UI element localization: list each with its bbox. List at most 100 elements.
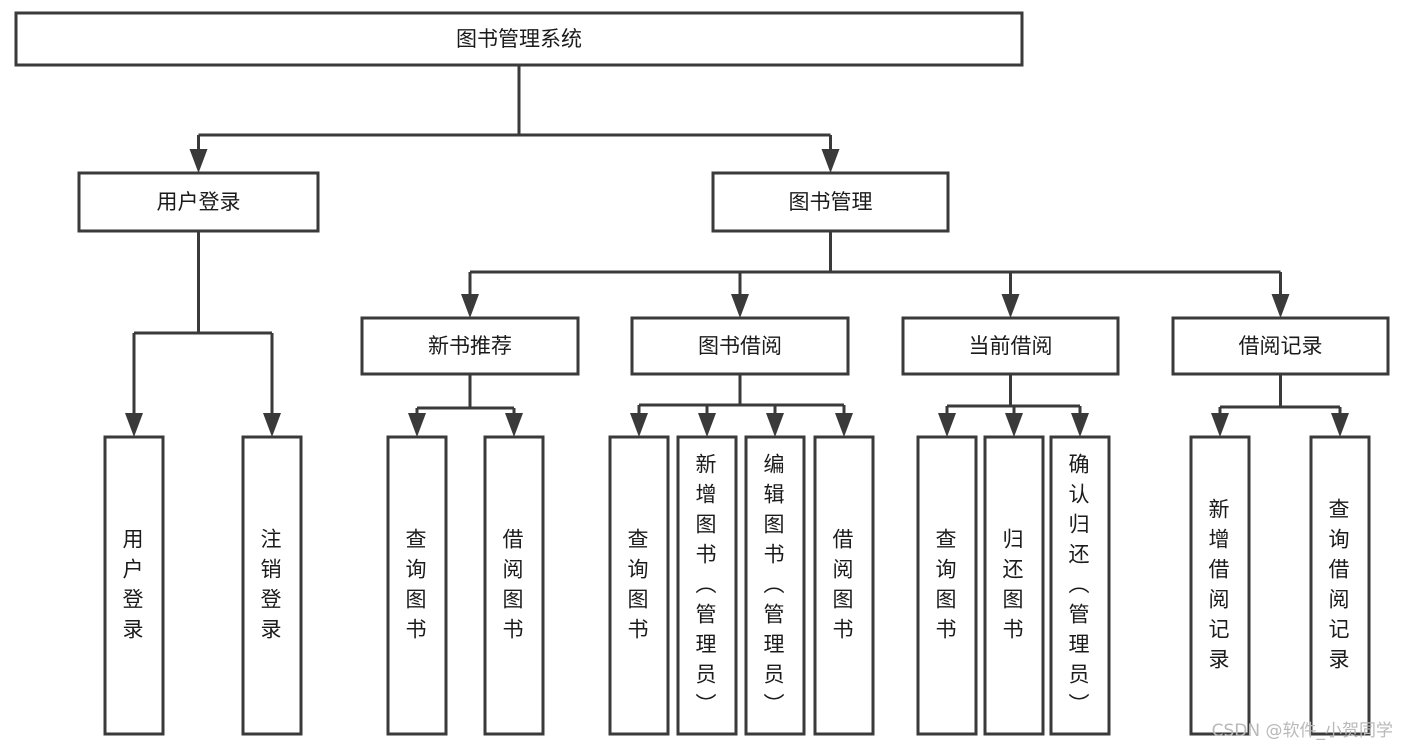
svg-text:借: 借 xyxy=(1209,558,1232,582)
svg-text:还: 还 xyxy=(1069,543,1092,567)
svg-text:新: 新 xyxy=(696,453,719,477)
svg-text:︶: ︶ xyxy=(1069,693,1092,717)
svg-text:︵: ︵ xyxy=(764,573,787,597)
csdn-watermark: CSDN @软件_小贺同学 xyxy=(1211,721,1393,741)
borrow-record-to-leaves-arrow-0 xyxy=(1211,413,1229,437)
node-borrow-record-box[interactable] xyxy=(1171,316,1390,376)
node-leaf-user-login-box[interactable] xyxy=(103,435,165,736)
node-leaf-user-login-label: 用户登录 xyxy=(123,528,146,642)
svg-text:图: 图 xyxy=(936,588,959,612)
book-borrow-to-leaves-arrow-2 xyxy=(766,413,784,437)
borrow-record-to-leaves-arrow-1 xyxy=(1331,413,1349,437)
svg-text:图: 图 xyxy=(764,513,787,537)
svg-text:归: 归 xyxy=(1069,513,1092,537)
node-leaf-logout-box[interactable] xyxy=(241,435,303,736)
svg-text:︶: ︶ xyxy=(764,693,787,717)
svg-text:图: 图 xyxy=(1003,588,1026,612)
svg-text:阅: 阅 xyxy=(1209,588,1232,612)
svg-text:记: 记 xyxy=(1209,618,1232,642)
svg-text:︶: ︶ xyxy=(696,693,719,717)
svg-text:理: 理 xyxy=(696,633,719,657)
svg-text:管: 管 xyxy=(1069,603,1092,627)
svg-text:管: 管 xyxy=(764,603,787,627)
svg-text:︵: ︵ xyxy=(1069,573,1092,597)
book-borrow-to-leaves-arrow-0 xyxy=(630,413,648,437)
nodes-layer: 图书管理系统用户登录图书管理新书推荐图书借阅当前借阅借阅记录用户登录注销登录查询… xyxy=(14,11,1390,736)
node-leaf-query-book-2-box[interactable] xyxy=(608,435,670,736)
svg-text:增: 增 xyxy=(1209,528,1232,552)
book-borrow-to-leaves-arrow-3 xyxy=(835,413,853,437)
node-new-book-rec-label: 新书推荐 xyxy=(428,334,512,358)
svg-text:查: 查 xyxy=(406,528,429,552)
node-leaf-add-book-box[interactable] xyxy=(676,435,738,736)
svg-text:编: 编 xyxy=(764,453,787,477)
svg-text:管: 管 xyxy=(696,603,719,627)
svg-text:书: 书 xyxy=(628,618,651,642)
new-book-rec-to-leaves-arrow-1 xyxy=(505,413,523,437)
node-leaf-query-book-1-box[interactable] xyxy=(386,435,448,736)
node-current-borrow-box[interactable] xyxy=(901,316,1120,376)
svg-text:书: 书 xyxy=(406,618,429,642)
node-leaf-borrow-book-2-box[interactable] xyxy=(813,435,875,736)
svg-text:理: 理 xyxy=(1069,633,1092,657)
svg-text:查: 查 xyxy=(936,528,959,552)
svg-text:图: 图 xyxy=(406,588,429,612)
svg-text:录: 录 xyxy=(123,618,146,642)
node-leaf-confirm-return-box[interactable] xyxy=(1049,435,1111,736)
node-leaf-query-book-3-box[interactable] xyxy=(916,435,978,736)
svg-text:员: 员 xyxy=(696,663,719,687)
book-manage-to-level2-arrow-1 xyxy=(731,294,749,318)
svg-text:询: 询 xyxy=(406,558,429,582)
node-root-label: 图书管理系统 xyxy=(456,27,582,51)
svg-text:查: 查 xyxy=(1329,498,1352,522)
svg-text:销: 销 xyxy=(261,558,284,582)
node-leaf-edit-book-box[interactable] xyxy=(744,435,806,736)
node-current-borrow-label: 当前借阅 xyxy=(969,334,1053,358)
svg-text:询: 询 xyxy=(1329,528,1352,552)
node-book-borrow-box[interactable] xyxy=(630,316,850,376)
node-borrow-record-label: 借阅记录 xyxy=(1239,334,1323,358)
node-leaf-borrow-book-1-box[interactable] xyxy=(483,435,545,736)
current-borrow-to-leaves-arrow-1 xyxy=(1005,413,1023,437)
book-manage-to-level2-arrow-3 xyxy=(1271,294,1290,318)
node-book-manage-box[interactable] xyxy=(711,171,950,233)
svg-text:图: 图 xyxy=(503,588,526,612)
node-user-login-box[interactable] xyxy=(77,171,320,233)
svg-text:借: 借 xyxy=(1329,558,1352,582)
node-book-borrow-label: 图书借阅 xyxy=(698,334,782,358)
svg-text:员: 员 xyxy=(764,663,787,687)
svg-text:确: 确 xyxy=(1069,453,1092,477)
node-leaf-query-record-box[interactable] xyxy=(1309,435,1371,736)
svg-text:书: 书 xyxy=(696,543,719,567)
svg-text:归: 归 xyxy=(1003,528,1026,552)
node-leaf-add-record-box[interactable] xyxy=(1189,435,1251,736)
svg-text:询: 询 xyxy=(628,558,651,582)
svg-text:查: 查 xyxy=(628,528,651,552)
connectors-layer xyxy=(125,65,1349,437)
svg-text:阅: 阅 xyxy=(833,558,856,582)
node-new-book-rec-box[interactable] xyxy=(360,316,580,376)
svg-text:用: 用 xyxy=(123,528,146,552)
svg-text:注: 注 xyxy=(261,528,284,552)
svg-text:登: 登 xyxy=(261,588,284,612)
svg-text:︵: ︵ xyxy=(696,573,719,597)
svg-text:借: 借 xyxy=(503,528,526,552)
svg-text:图: 图 xyxy=(833,588,856,612)
svg-text:记: 记 xyxy=(1329,618,1352,642)
node-user-login-label: 用户登录 xyxy=(157,190,241,214)
current-borrow-to-leaves-arrow-2 xyxy=(1071,413,1089,437)
svg-text:书: 书 xyxy=(764,543,787,567)
node-leaf-return-book-box[interactable] xyxy=(983,435,1045,736)
book-manage-to-level2-arrow-0 xyxy=(461,294,479,318)
svg-text:阅: 阅 xyxy=(503,558,526,582)
svg-text:书: 书 xyxy=(1003,618,1026,642)
node-root-box[interactable] xyxy=(14,11,1024,67)
svg-text:录: 录 xyxy=(1209,648,1232,672)
